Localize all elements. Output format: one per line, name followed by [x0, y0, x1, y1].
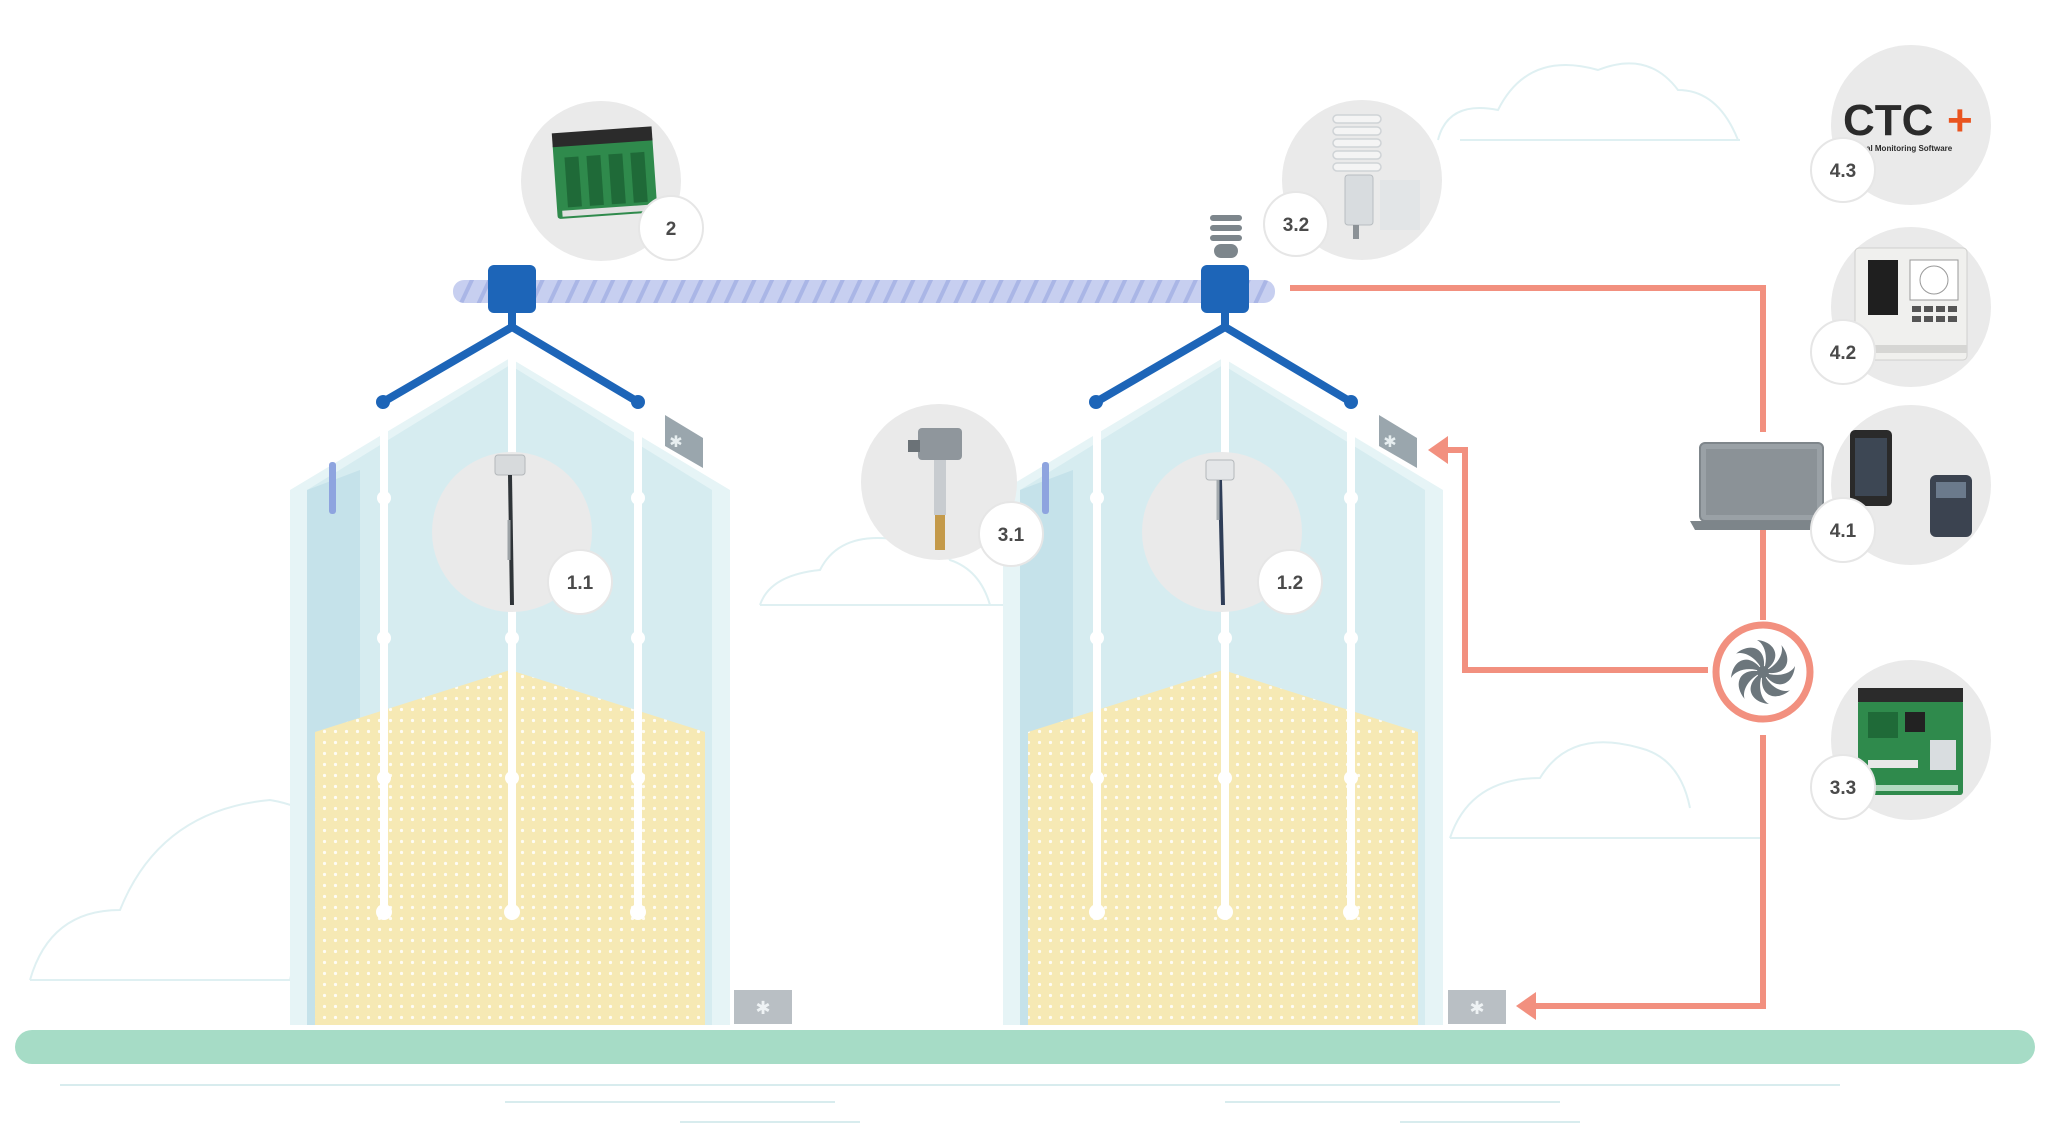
laptop-icon — [1690, 442, 1835, 530]
badge-4-1: 4.1 — [1810, 497, 1876, 563]
level-gauge-left — [329, 462, 336, 514]
badge-1-1: 1.1 — [547, 549, 613, 615]
label-1-2: 1.2 — [1277, 573, 1303, 594]
badge-3-1: 3.1 — [978, 501, 1044, 567]
label-4-1: 4.1 — [1830, 521, 1857, 542]
junction-box-right — [1201, 265, 1249, 313]
label-4-3: 4.3 — [1830, 161, 1856, 182]
fan-box-right — [1448, 990, 1506, 1024]
fan-icon — [1712, 621, 1814, 723]
label-2: 2 — [666, 219, 677, 240]
badge-4-3: 4.3 — [1810, 137, 1876, 203]
silo-right: ✱ ✱ — [1003, 336, 1506, 1025]
badge-1-2: 1.2 — [1257, 549, 1323, 615]
ground — [15, 1030, 2035, 1123]
level-gauge-right — [1042, 462, 1049, 514]
weather-station-icon — [1210, 215, 1242, 258]
silo-left: ✱ ✱ — [290, 336, 792, 1025]
product-panel-4-2[interactable] — [1831, 227, 1991, 387]
brand-plus: + — [1947, 96, 1973, 145]
svg-text:✱: ✱ — [1383, 434, 1396, 451]
brand-tagline: al Monitoring Software — [1866, 144, 1953, 153]
svg-text:✱: ✱ — [669, 434, 682, 451]
arrow-to-vent — [1428, 436, 1448, 464]
badge-3-3: 3.3 — [1810, 754, 1876, 820]
vent-right — [1379, 415, 1417, 468]
brand-name: CTC — [1843, 96, 1933, 145]
arrow-to-fan-box — [1516, 992, 1536, 1020]
cable-rail — [376, 215, 1358, 409]
badge-2: 2 — [638, 195, 704, 261]
product-sensor-3-1[interactable] — [861, 404, 1017, 560]
fan-box-left — [734, 990, 792, 1024]
label-4-2: 4.2 — [1830, 343, 1856, 364]
label-3-3: 3.3 — [1830, 778, 1856, 799]
svg-text:✱: ✱ — [1469, 998, 1484, 1018]
vent-left — [665, 415, 703, 468]
badge-4-2: 4.2 — [1810, 319, 1876, 385]
svg-text:✱: ✱ — [755, 998, 770, 1018]
label-3-2: 3.2 — [1283, 215, 1309, 236]
badge-3-2: 3.2 — [1263, 191, 1329, 257]
label-1-1: 1.1 — [567, 573, 594, 594]
product-controller-3-3[interactable] — [1831, 660, 1991, 820]
signal-network — [1290, 285, 1766, 1009]
label-3-1: 3.1 — [998, 525, 1025, 546]
junction-box-left — [488, 265, 536, 313]
